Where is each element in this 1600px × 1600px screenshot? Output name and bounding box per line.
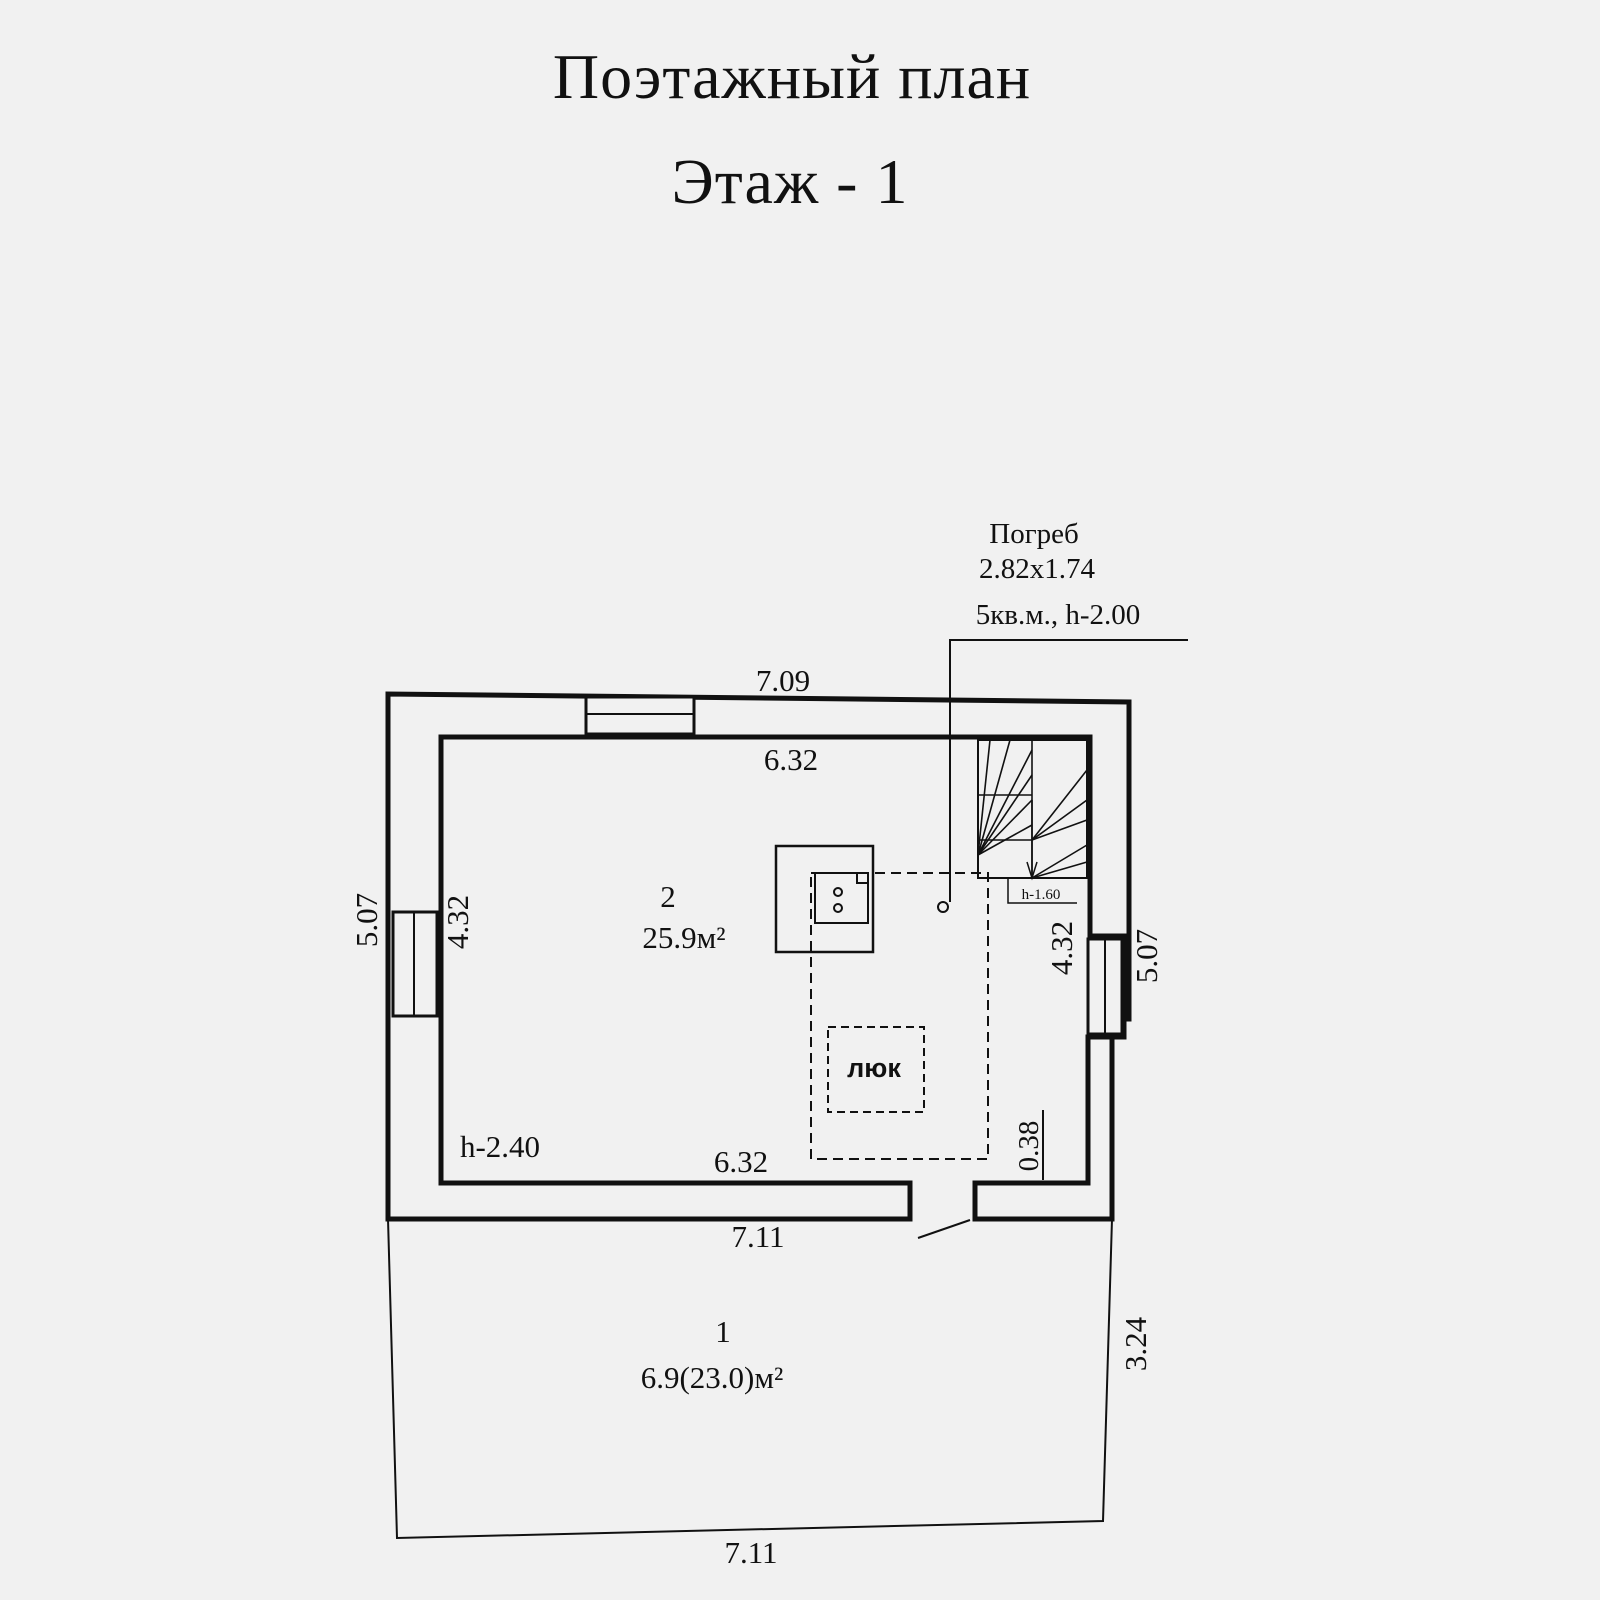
room2-number: 2 [660, 879, 676, 914]
dim-left-inner: 4.32 [440, 895, 475, 949]
cellar-area: 5кв.м., h-2.00 [976, 599, 1141, 631]
door [917, 1219, 971, 1239]
stair-height-bracket [1007, 878, 1077, 904]
dim-top-inner: 6.32 [764, 742, 818, 777]
hatch [827, 1026, 925, 1113]
stove [774, 844, 875, 954]
floor-label: Этаж - 1 [671, 146, 909, 217]
cellar-outline [810, 872, 989, 1160]
room1-area: 6.9(23.0)м² [641, 1360, 784, 1395]
cellar-size: 2.82x1.74 [979, 553, 1096, 585]
plan-title: Поэтажный план [552, 41, 1032, 112]
cellar-leader [949, 639, 1188, 902]
dim-right-inner: 4.32 [1044, 921, 1079, 975]
staircase [977, 739, 1088, 881]
window-top [584, 695, 696, 736]
room2-area: 25.9м² [642, 920, 725, 955]
cellar-name: Погреб [989, 518, 1078, 550]
stair-height: h-1.60 [1022, 887, 1061, 903]
dim-top-outer: 7.09 [756, 663, 810, 698]
stove-hob [814, 872, 869, 924]
room1-number: 1 [715, 1314, 731, 1349]
cellar-marker [937, 901, 949, 913]
veranda-outline [387, 1218, 1113, 1540]
dim-veranda-bottom: 7.11 [724, 1535, 777, 1570]
hatch-label: люк [847, 1053, 901, 1083]
dim-bottom-inner: 6.32 [714, 1144, 768, 1179]
dim-veranda-side: 3.24 [1118, 1316, 1153, 1371]
dim-door-gap: 0.38 [1013, 1121, 1045, 1172]
dim-left-outer: 5.07 [349, 893, 384, 947]
room2-height: h-2.40 [460, 1129, 540, 1164]
dim-right-outer: 5.07 [1129, 929, 1164, 983]
dim-bottom-outer: 7.11 [731, 1219, 784, 1254]
